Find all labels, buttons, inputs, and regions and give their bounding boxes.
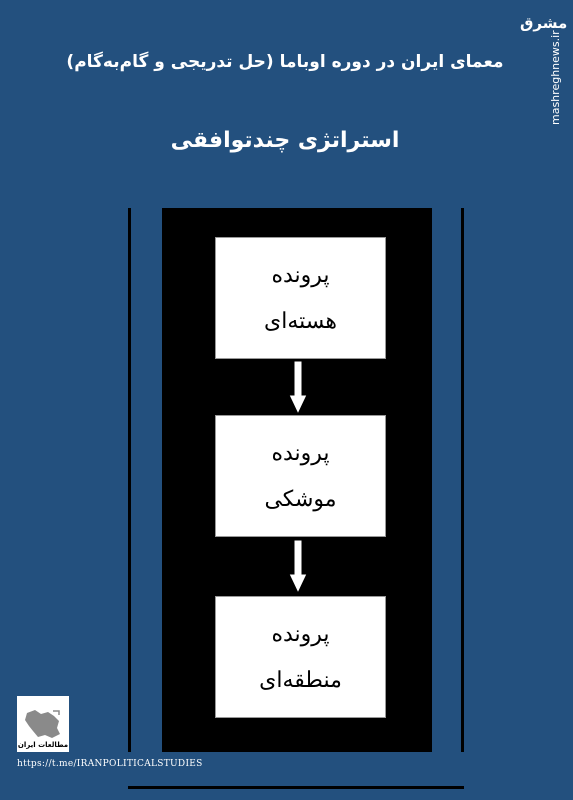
logo-caption: مطالعات ایران	[17, 741, 69, 749]
diagram-box-missile: پرونده موشکی	[215, 415, 386, 537]
frame-line-bottom	[128, 786, 464, 789]
diagram-box-regional: پرونده منطقه‌ای	[215, 596, 386, 718]
frame-line-left	[128, 208, 131, 752]
telegram-link[interactable]: https://t.me/IRANPOLITICALSTUDIES	[17, 759, 203, 769]
box-label-line1: پرونده	[271, 440, 330, 466]
diagram-box-nuclear: پرونده هسته‌ای	[215, 237, 386, 359]
box-label-line1: پرونده	[271, 262, 330, 288]
box-label-line2: هسته‌ای	[264, 308, 337, 334]
arrow-down-icon	[288, 540, 308, 594]
iran-studies-logo: مطالعات ایران	[17, 696, 69, 752]
watermark-url: mashreghnews.ir	[549, 30, 562, 125]
box-label-line2: منطقه‌ای	[259, 667, 342, 693]
iran-map-icon	[25, 710, 60, 738]
page-subtitle: استراتژی چندتوافقی	[170, 128, 400, 153]
mashregh-logo: مشرق	[520, 14, 568, 32]
page-title: معمای ایران در دوره اوباما (حل تدریجی و …	[66, 52, 504, 72]
box-label-line1: پرونده	[271, 621, 330, 647]
box-label-line2: موشکی	[264, 486, 337, 512]
arrow-down-icon	[288, 361, 308, 415]
frame-line-right	[461, 208, 464, 752]
